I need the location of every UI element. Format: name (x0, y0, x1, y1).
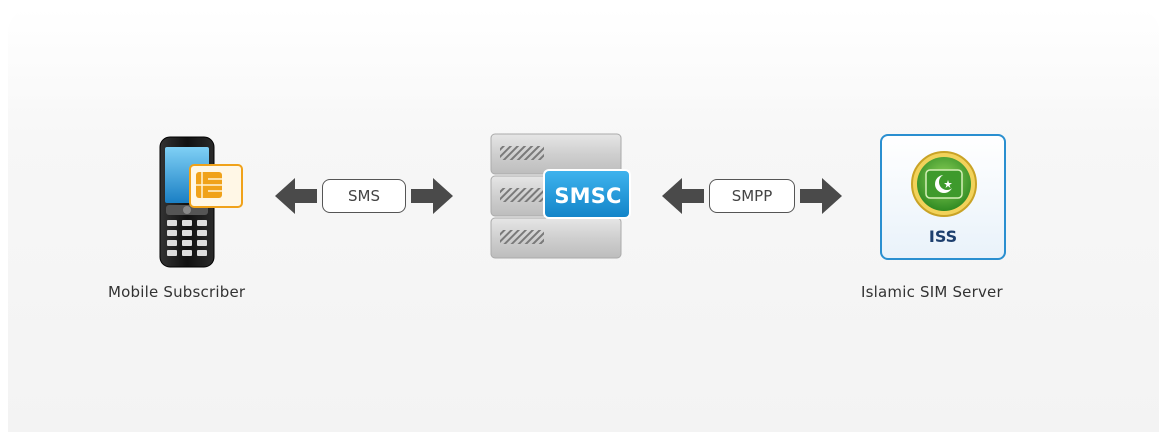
sms-link-label: SMS (322, 179, 406, 213)
smsc-badge-label: SMSC (554, 184, 622, 208)
islamic-sim-icon (911, 151, 977, 217)
smsc-server-icon (490, 133, 631, 259)
arrow-left-icon (662, 178, 704, 214)
arrow-right-icon (800, 178, 842, 214)
mobile-phone-icon (159, 136, 243, 268)
iss-box: ISS (880, 134, 1006, 260)
mobile-subscriber-label: Mobile Subscriber (108, 283, 246, 301)
sim-card-icon (189, 164, 243, 208)
arrow-right-icon (411, 178, 453, 214)
arrow-left-icon (275, 178, 317, 214)
iss-badge-label: ISS (928, 227, 958, 246)
smpp-link-label: SMPP (709, 179, 795, 213)
islamic-sim-server-label: Islamic SIM Server (861, 283, 1003, 301)
